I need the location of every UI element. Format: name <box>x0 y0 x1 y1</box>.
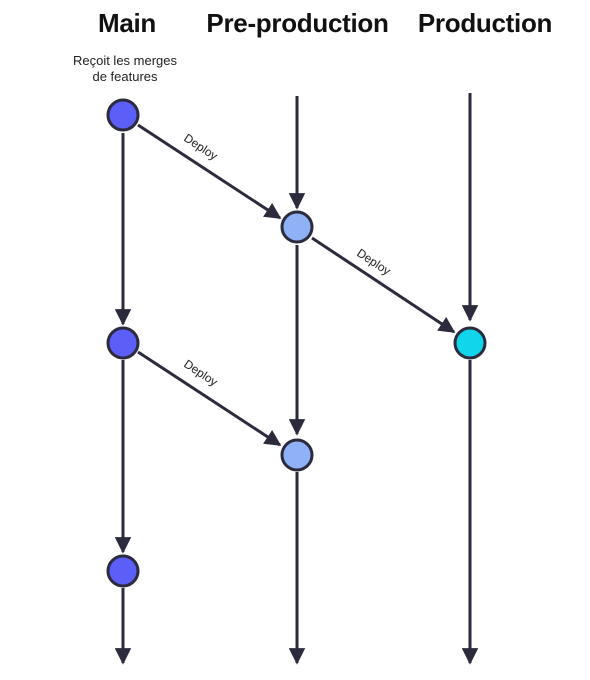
main-commit-node <box>106 326 140 360</box>
deploy-arrow-preproduction-to-production <box>311 236 456 334</box>
deploy-label: Deploy <box>354 246 393 278</box>
main-commit-node <box>106 554 140 588</box>
deploy-arrow-main-to-preproduction-2 <box>137 350 282 447</box>
main-subtitle-line-1: Reçoit les merges <box>72 53 178 68</box>
main-subtitle-line-2: de features <box>92 69 158 84</box>
column-title-production: Production <box>417 8 553 38</box>
production-commit-node <box>453 326 487 360</box>
column-title-main: Main <box>97 8 157 38</box>
deploy-arrow-main-to-preproduction-1 <box>137 123 282 220</box>
column-title-preproduction: Pre-production <box>206 8 389 38</box>
preproduction-commit-node <box>280 438 314 472</box>
main-subtitle: Reçoit les merges de features <box>50 53 200 85</box>
preproduction-commit-node <box>280 210 314 244</box>
main-commit-node <box>106 98 140 132</box>
